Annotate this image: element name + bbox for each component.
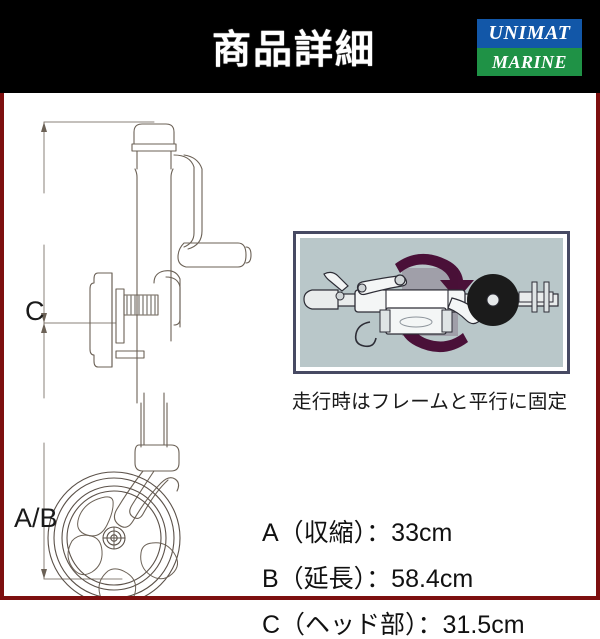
- logo-marine-text: MARINE: [477, 47, 582, 76]
- usage-illustration-caption: 走行時はフレームと平行に固定: [292, 391, 568, 413]
- spec-list: A（収縮）：33cm B（延長）：58.4cm C（ヘッド部）：31.5cm: [262, 521, 592, 638]
- jack-line-drawing-svg: [41, 121, 252, 596]
- technical-drawing: C A/B: [4, 93, 259, 596]
- page-header: 商品詳細 UNIMAT MARINE: [0, 0, 600, 93]
- spec-item-a: A（収縮）：33cm: [262, 519, 453, 547]
- unimat-marine-logo: UNIMAT MARINE: [477, 19, 582, 76]
- usage-illustration-frame: [293, 231, 570, 374]
- logo-unimat-text: UNIMAT: [477, 19, 582, 48]
- page-title: 商品詳細: [211, 28, 376, 72]
- spec-item-c: C（ヘッド部）：31.5cm: [262, 611, 525, 639]
- spec-item-b: B（延長）：58.4cm: [262, 565, 474, 593]
- usage-illustration: [300, 238, 563, 367]
- dimension-label-c: C: [25, 296, 45, 326]
- folded-jack-illustration-svg: [303, 253, 559, 353]
- content-area: C A/B: [4, 93, 596, 638]
- dimension-label-ab: A/B: [14, 503, 58, 533]
